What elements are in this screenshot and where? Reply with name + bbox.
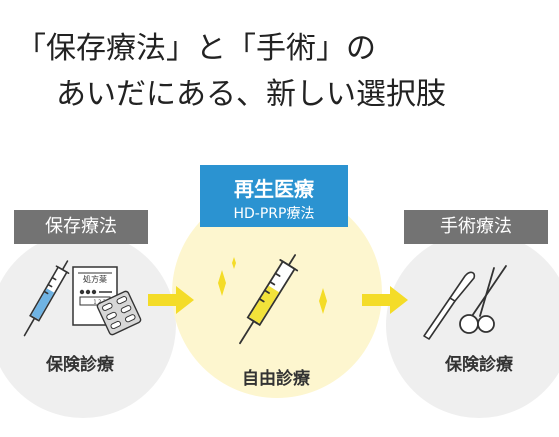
insurance-covered-label: 保険診療: [46, 355, 114, 375]
syringe-icon: [239, 254, 299, 345]
arrow-right-icon: [362, 286, 408, 314]
regenerative-medicine-title: 再生医療: [234, 177, 314, 201]
sparkle-icon: [232, 257, 236, 269]
hd-prp-subtitle: HD-PRP療法: [233, 206, 315, 222]
syringe-icon: [23, 260, 70, 337]
regenerative-medicine-tag: 再生医療 HD-PRP療法: [200, 165, 348, 227]
scalpel-icon: [423, 271, 476, 340]
scissors-icon: [459, 265, 507, 334]
arrow-right-icon: [148, 286, 194, 314]
pill-blister-icon: [96, 290, 142, 336]
packet-text: 処方薬: [83, 274, 107, 284]
sparkle-icon: [319, 288, 327, 314]
sparkle-icon: [218, 270, 226, 296]
surgery-therapy-tag: 手術療法: [404, 210, 548, 244]
self-pay-label: 自由診療: [242, 369, 310, 389]
insurance-covered-label: 保険診療: [445, 355, 513, 375]
headline-line-1: 「保存療法」と「手術」の: [16, 31, 376, 66]
headline-line-2: あいだにある、新しい選択肢: [56, 77, 446, 112]
conservative-therapy-tag: 保存療法: [14, 210, 148, 244]
